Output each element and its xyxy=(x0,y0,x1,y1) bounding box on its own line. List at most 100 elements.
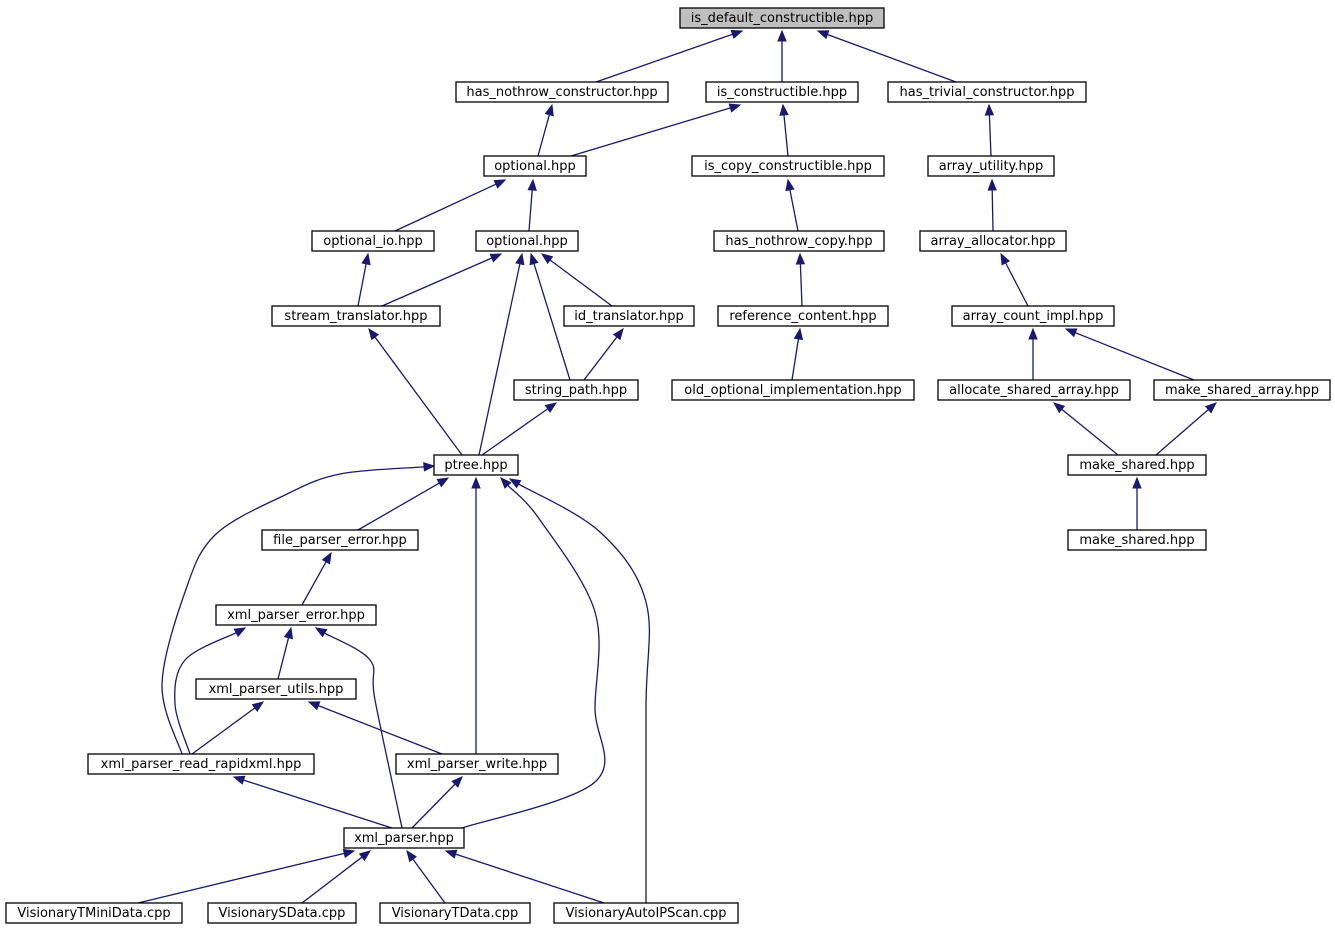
node-box xyxy=(379,902,531,924)
edge-arrowhead xyxy=(540,253,554,265)
node-array_count_impl[interactable]: array_count_impl.hpp xyxy=(951,305,1115,327)
edge-arrowhead xyxy=(730,29,744,39)
edge-arrowhead xyxy=(1052,402,1066,414)
edge-arrowhead xyxy=(314,627,328,638)
node-label: allocate_shared_array.hpp xyxy=(949,383,1119,398)
node-array_allocator[interactable]: array_allocator.hpp xyxy=(919,230,1067,252)
edge-xml_parser_read_rapidxml-to-xml_parser_error xyxy=(174,627,247,755)
edge-line xyxy=(583,336,618,381)
node-file_parser_error[interactable]: file_parser_error.hpp xyxy=(261,529,419,551)
node-label: is_default_constructible.hpp xyxy=(691,11,874,26)
edge-xml_parser-to-xml_parser_error xyxy=(314,627,403,829)
edge-line xyxy=(528,189,533,232)
node-reference_content[interactable]: reference_content.hpp xyxy=(717,305,889,327)
edge-xml_parser_read_rapidxml-to-xml_parser_utils xyxy=(191,701,265,755)
node-ptree[interactable]: ptree.hpp xyxy=(433,454,519,476)
node-allocate_shared_array[interactable]: allocate_shared_array.hpp xyxy=(937,379,1131,401)
node-is_default: is_default_constructible.hpp xyxy=(679,7,885,29)
node-box xyxy=(671,379,915,401)
edge-arrowhead xyxy=(283,626,293,640)
node-make_shared1[interactable]: make_shared.hpp xyxy=(1067,454,1207,476)
edge-arrowhead xyxy=(493,179,507,189)
edge-ptree-to-string_path xyxy=(481,402,558,456)
node-box xyxy=(513,379,639,401)
edge-arrowhead xyxy=(1064,328,1078,338)
edge-line xyxy=(1075,332,1195,381)
node-label: VisionarySData.cpp xyxy=(219,906,346,921)
node-optional1[interactable]: optional.hpp xyxy=(483,155,587,177)
node-xml_parser_error[interactable]: xml_parser_error.hpp xyxy=(215,604,377,626)
edge-string_path-to-optional2 xyxy=(529,252,571,381)
node-label: make_shared.hpp xyxy=(1079,533,1194,548)
node-xml_parser[interactable]: xml_parser.hpp xyxy=(343,827,465,849)
edge-arrowhead xyxy=(436,477,450,488)
node-box xyxy=(433,454,519,476)
node-xml_parser_utils[interactable]: xml_parser_utils.hpp xyxy=(195,678,357,700)
node-array_utility[interactable]: array_utility.hpp xyxy=(927,155,1055,177)
node-vis_autoip[interactable]: VisionaryAutoIPScan.cpp xyxy=(553,902,739,924)
node-xml_parser_read_rapidxml[interactable]: xml_parser_read_rapidxml.hpp xyxy=(87,753,315,775)
edge-is_constructible-to-is_default xyxy=(777,29,787,82)
edge-line xyxy=(827,33,957,83)
node-vis_t[interactable]: VisionaryTData.cpp xyxy=(379,902,531,924)
node-old_optional_impl[interactable]: old_optional_implementation.hpp xyxy=(671,379,915,401)
edge-line xyxy=(412,858,446,904)
edge-line xyxy=(783,114,789,157)
node-box xyxy=(713,230,885,252)
node-string_path[interactable]: string_path.hpp xyxy=(513,379,639,401)
edge-id_translator-to-optional2 xyxy=(540,253,613,307)
edge-line xyxy=(381,257,493,307)
node-optional2[interactable]: optional.hpp xyxy=(475,230,579,252)
edge-arrowhead xyxy=(406,849,418,863)
node-optional_io[interactable]: optional_io.hpp xyxy=(311,230,435,252)
edge-arrowhead xyxy=(612,327,624,341)
edge-xml_parser-to-xml_parser_write xyxy=(411,776,463,829)
node-make_shared_array[interactable]: make_shared_array.hpp xyxy=(1153,379,1331,401)
node-has_trivial_ctor[interactable]: has_trivial_constructor.hpp xyxy=(887,81,1087,103)
edge-line xyxy=(394,183,497,232)
node-has_nothrow_ctor[interactable]: has_nothrow_constructor.hpp xyxy=(455,81,669,103)
node-is_copy_constructible[interactable]: is_copy_constructible.hpp xyxy=(691,155,885,177)
edge-vis_s-to-xml_parser xyxy=(301,850,372,904)
node-label: has_nothrow_constructor.hpp xyxy=(466,85,657,100)
edge-arrowhead xyxy=(361,252,371,266)
edge-arrowhead xyxy=(307,701,321,711)
node-stream_translator[interactable]: stream_translator.hpp xyxy=(271,305,441,327)
node-label: xml_parser_read_rapidxml.hpp xyxy=(101,757,302,772)
node-box xyxy=(951,305,1115,327)
node-label: old_optional_implementation.hpp xyxy=(684,383,901,398)
node-vis_s[interactable]: VisionarySData.cpp xyxy=(207,902,357,924)
node-label: reference_content.hpp xyxy=(729,309,876,324)
edge-arrowhead xyxy=(785,178,795,192)
node-is_constructible[interactable]: is_constructible.hpp xyxy=(705,81,859,103)
edge-line xyxy=(595,33,733,83)
node-box xyxy=(343,827,465,849)
edge-string_path-to-id_translator xyxy=(583,327,624,381)
node-box xyxy=(937,379,1131,401)
node-make_shared2[interactable]: make_shared.hpp xyxy=(1067,529,1207,551)
edge-vis_tmini-to-xml_parser xyxy=(137,848,356,904)
edge-line xyxy=(301,856,363,904)
edge-array_utility-to-has_trivial_ctor xyxy=(984,103,995,157)
edge-line xyxy=(481,408,549,456)
node-xml_parser_write[interactable]: xml_parser_write.hpp xyxy=(395,753,559,775)
edge-arrowhead xyxy=(1132,476,1142,489)
node-id_translator[interactable]: id_translator.hpp xyxy=(563,305,695,327)
edge-line xyxy=(570,107,731,157)
edge-reference_content-to-has_nothrow_copy xyxy=(795,252,806,307)
edge-arrowhead xyxy=(423,462,436,472)
node-box xyxy=(5,902,183,924)
edge-line xyxy=(533,263,571,381)
edge-xml_parser_utils-to-xml_parser_error xyxy=(277,626,293,680)
node-has_nothrow_copy[interactable]: has_nothrow_copy.hpp xyxy=(713,230,885,252)
node-label: xml_parser_write.hpp xyxy=(407,757,547,772)
edge-line xyxy=(988,114,992,157)
node-label: optional.hpp xyxy=(486,234,568,249)
edge-optional1-to-has_nothrow_ctor xyxy=(537,103,554,157)
edge-make_shared1-to-allocate_shared_array xyxy=(1052,402,1119,456)
edge-arrowhead xyxy=(451,776,463,788)
edge-line xyxy=(1005,262,1029,307)
edge-xml_parser_write-to-ptree xyxy=(471,476,481,754)
edge-arrowhead xyxy=(500,477,512,489)
node-vis_tmini[interactable]: VisionaryTMiniData.cpp xyxy=(5,902,183,924)
